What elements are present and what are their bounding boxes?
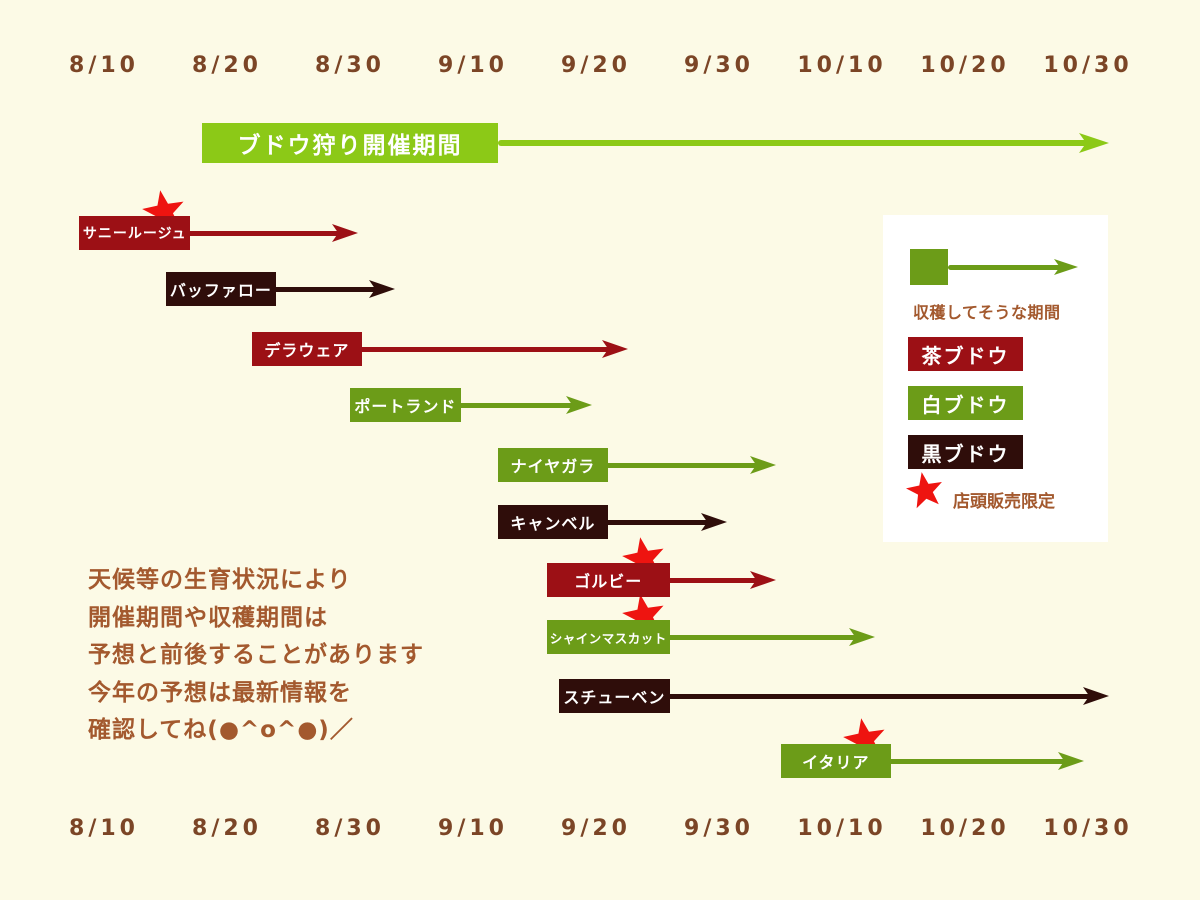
variety-label-box: ナイヤガラ [497,448,609,482]
variety-label-box: スチューベン [559,679,670,713]
variety-label: バッファロー [169,281,272,300]
event-period-label: ブドウ狩り開催期間 [237,133,463,159]
legend-category-black-grape: 黒ブドウ [908,435,1023,469]
variety-label: キャンベル [510,514,596,533]
variety-label-box: シャインマスカット [546,620,670,654]
note-line: 開催期間や収穫期間は [88,604,328,631]
axis-tick-label: 10/10 [797,53,887,78]
variety-label: サニールージュ [82,226,187,242]
axis-tick-label: 8/20 [192,53,262,78]
arrowhead-icon [1058,752,1085,770]
variety-label: ポートランド [354,397,457,416]
axis-tick-label: 9/20 [561,816,631,841]
arrow-shaft [665,634,859,640]
arrowhead-icon [749,571,776,589]
variety-label-box: バッファロー [165,272,277,306]
arrowhead-icon [750,456,777,474]
arrow-shaft [948,264,1064,270]
axis-tick-label: 10/30 [1043,53,1133,78]
harvest-arrow [358,339,629,359]
variety-label-box: ゴルビー [546,563,670,597]
variety-label: デラウェア [264,341,350,360]
axis-tick-label: 8/30 [315,53,385,78]
arrowhead-icon [848,628,875,646]
variety-label: シャインマスカット [549,630,667,646]
legend-sample-label: 収穫してそうな期間 [913,303,1061,322]
arrowhead-icon [701,513,728,531]
arrow-shaft [456,402,576,408]
arrow-shaft [665,577,760,583]
axis-tick-label: 10/20 [920,53,1010,78]
arrowhead-icon [565,396,592,414]
legend-category-white-grape: 白ブドウ [908,386,1023,420]
axis-tick-label: 8/20 [192,816,262,841]
axis-tick-label: 10/10 [797,816,887,841]
harvest-arrow [456,395,592,415]
variety-label: スチューベン [563,688,666,707]
note-line: 確認してね(●^o^●)／ [88,717,354,743]
arrowhead-icon [602,340,629,358]
legend-sample-arrow [948,258,1078,276]
arrow-shaft [497,140,1089,146]
arrowhead-icon [1078,133,1109,153]
event-period-bar: ブドウ狩り開催期間 [202,123,498,163]
arrow-shaft [887,758,1069,764]
axis-tick-label: 9/20 [561,53,631,78]
legend-category-brown-grape: 茶ブドウ [908,337,1023,371]
forecast-note: 天候等の生育状況により開催期間や収穫期間は予想と前後することがあります今年の予想… [88,562,424,750]
note-line: 予想と前後することがあります [88,642,424,668]
variety-label-box: デラウェア [251,332,363,366]
arrow-shaft [186,230,343,236]
axis-tick-label: 8/30 [315,816,385,841]
harvest-arrow [887,751,1085,771]
harvest-arrow [186,223,359,243]
arrow-shaft [604,519,712,525]
harvest-arrow [604,512,728,532]
variety-label-box: キャンベル [497,505,609,539]
variety-label: ゴルビー [574,572,643,591]
event-period-arrow [497,132,1109,154]
legend-sample-bar [910,249,948,285]
legend: 収穫してそうな期間 茶ブドウ 白ブドウ 黒ブドウ 店頭販売限定 [883,215,1108,542]
axis-tick-label: 10/20 [920,816,1010,841]
axis-tick-label: 9/30 [684,53,754,78]
variety-label-box: ポートランド [350,388,461,422]
harvest-arrow [665,570,776,590]
axis-tick-label: 8/10 [69,53,139,78]
variety-label-box: イタリア [780,744,892,778]
harvest-arrow [665,686,1109,706]
harvest-arrow [604,455,777,475]
variety-label: ナイヤガラ [510,457,596,476]
note-line: 天候等の生育状況により [88,567,352,593]
axis-tick-label: 9/10 [438,816,508,841]
arrow-shaft [604,462,761,468]
legend-star-slot [905,471,945,511]
arrowhead-icon [332,224,359,242]
note-line: 今年の予想は最新情報を [88,679,352,706]
axis-tick-label: 10/30 [1043,816,1133,841]
variety-label: イタリア [802,753,870,772]
arrowhead-icon [369,280,396,298]
arrowhead-icon [1054,259,1078,275]
arrow-shaft [665,693,1093,699]
harvest-arrow [665,627,875,647]
arrow-shaft [272,286,380,292]
arrowhead-icon [1082,687,1109,705]
variety-label-box: サニールージュ [79,216,191,250]
harvest-arrow [272,279,396,299]
axis-tick-label: 9/10 [438,53,508,78]
arrow-shaft [358,346,613,352]
axis-tick-label: 8/10 [69,816,139,841]
legend-star-icon [905,472,942,509]
legend-star-label: 店頭販売限定 [953,492,1055,512]
axis-tick-label: 9/30 [684,816,754,841]
